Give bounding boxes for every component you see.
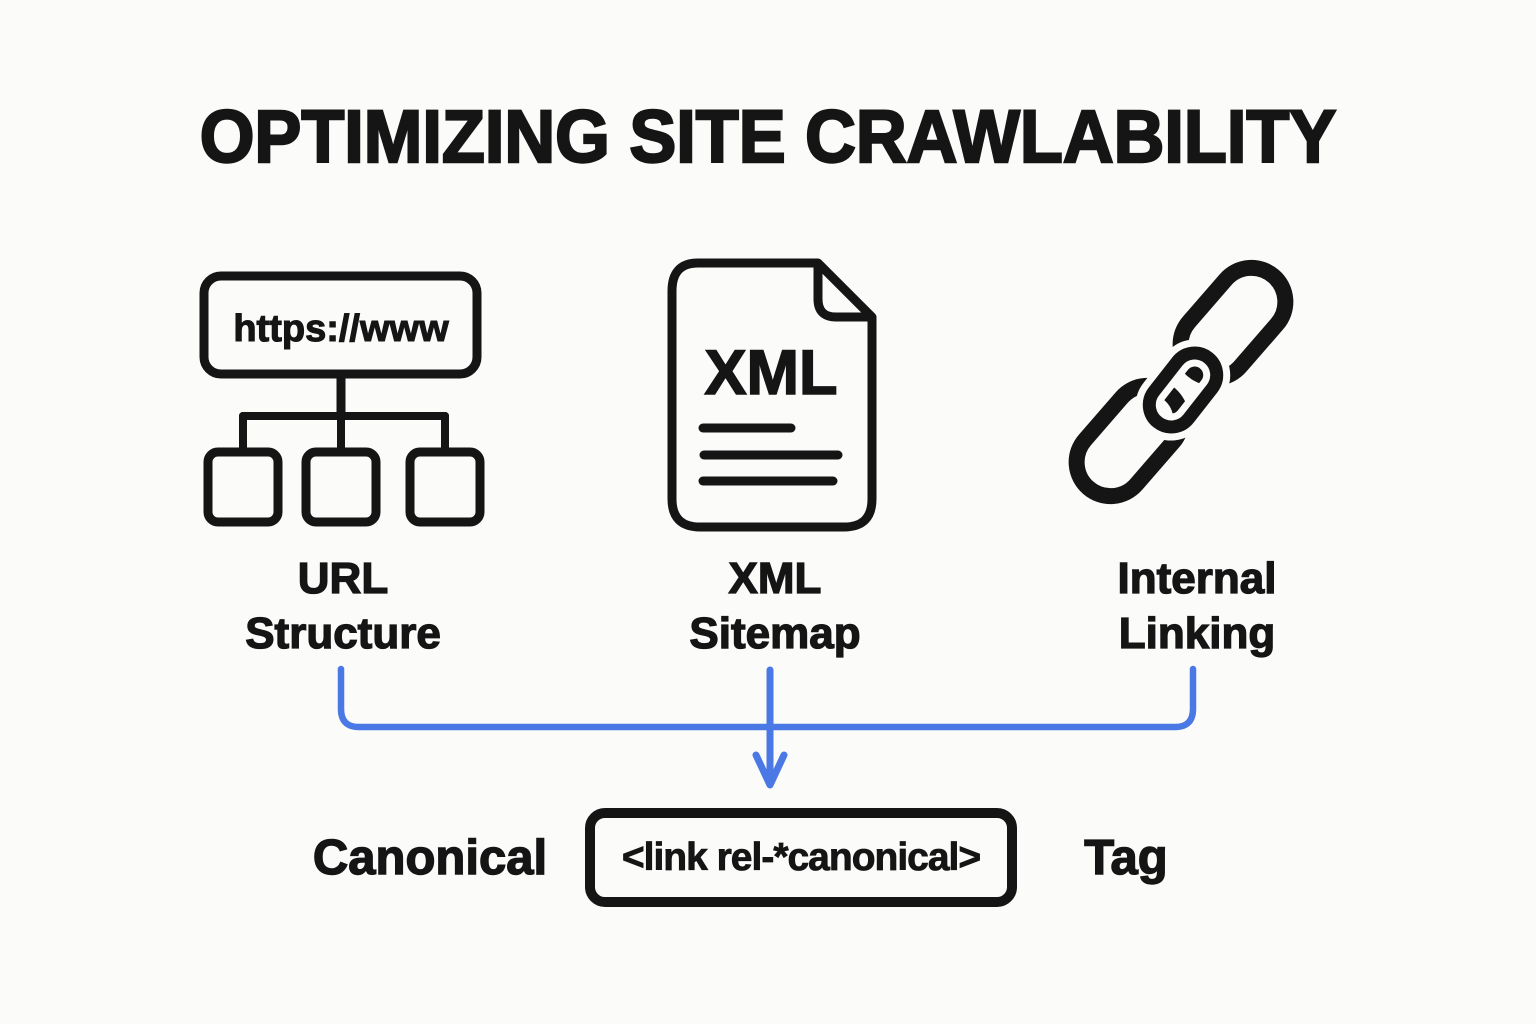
bracket-merge-arrow-down-icon [337,665,1197,789]
page-title: OPTIMIZING SITE CRAWLABILITY [199,94,1338,179]
child-page-node [203,447,283,527]
label-line: URL [297,553,389,603]
xml-file-icon: XML [667,258,877,532]
label-url-structure: URL Structure [183,551,503,661]
canonical-code-box: <link rel-*canonical> [585,808,1017,907]
label-line: Linking [1118,608,1276,658]
label-line: Sitemap [689,608,861,658]
chain-link-bottom [1068,377,1190,505]
canonical-code-text: <link rel-*canonical> [621,835,981,879]
label-internal-linking: Internal Linking [1037,551,1357,661]
tree-drop-lines [239,412,449,456]
chain-link-top [1172,259,1294,387]
xml-file-label: XML [705,338,838,408]
tag-label: Tag [1084,830,1169,885]
label-line: Structure [245,608,442,658]
chain-link-middle [1142,346,1224,434]
label-line: XML [728,553,822,603]
folded-corner [813,259,876,322]
label-xml-sitemap: XML Sitemap [615,551,935,661]
arrow-head [752,751,788,789]
chain-links-icon [1068,259,1294,505]
canonical-label: Canonical [312,830,548,885]
child-page-node [405,447,485,527]
child-page-node [301,447,381,527]
document-outline [667,258,877,532]
url-box-text: https://www [233,308,449,350]
label-line: Internal [1117,553,1277,603]
sitemap-hierarchy-icon: https://www [199,271,485,527]
